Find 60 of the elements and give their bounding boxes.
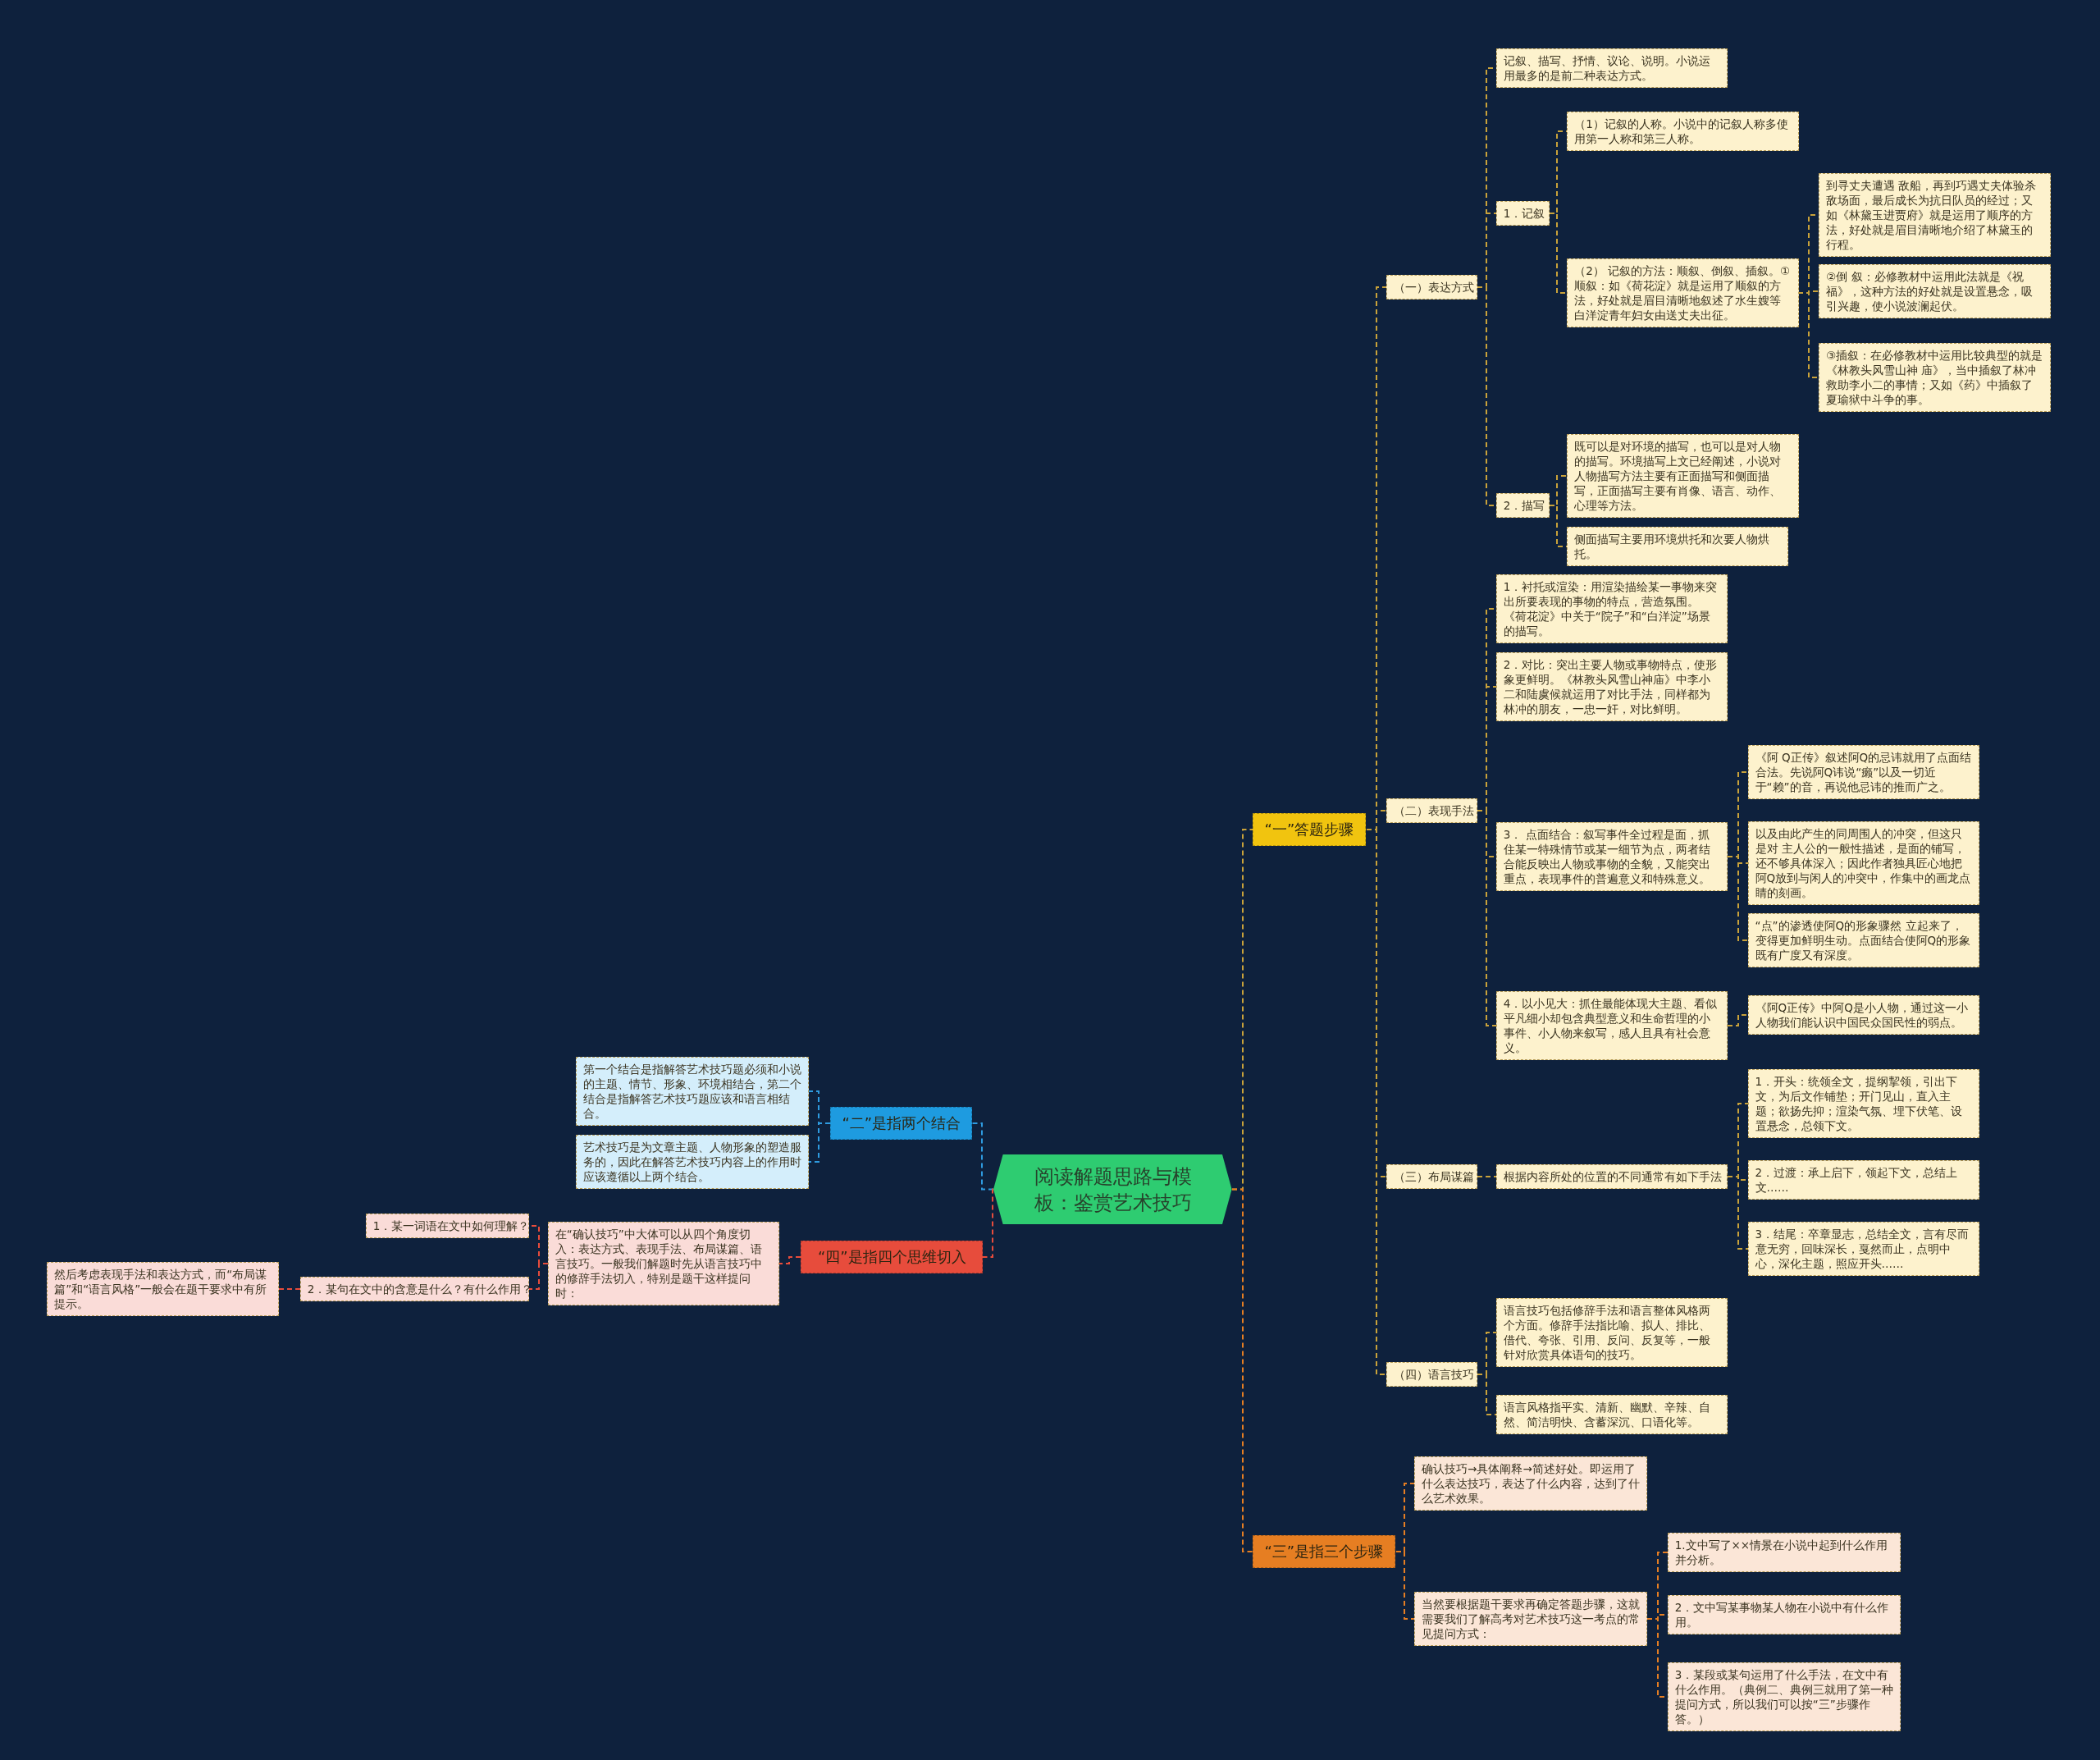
connector-line	[982, 1188, 994, 1258]
note-box: 到寻丈夫遭遇 敌船，再到巧遇丈夫体验杀敌场面，最后成长为抗日队员的经过；又如《林黛玉进贾府》就是运用了顺序的方法，好处就是眉目清晰地介绍了林黛玉的行程。	[1819, 172, 2051, 257]
note-box: （2） 记叙的方法：顺叙、倒叙、插叙。①顺叙：如《荷花淀》就是运用了顺叙的方法，好处就是眉目清晰地叙述了水生嫂等白洋淀青年妇女由送丈夫出征。	[1567, 258, 1799, 328]
branch-topic-box: “一”答题步骤	[1252, 813, 1367, 846]
topic-box: 2．某句在文中的含意是什么？有什么作用？	[299, 1276, 529, 1301]
note-box: 语言技巧包括修辞手法和语言整体风格两个方面。修辞手法指比喻、拟人、排比、借代、夸张、引用、反问、反复等，一般针对欣赏具体语句的技巧。	[1495, 1298, 1728, 1368]
connector-line	[1395, 1551, 1415, 1620]
note-box: 既可以是对环境的描写，也可以是对人物的描写。环境描写上文已经阐述，小说对人物描写方法主要有正面描写和侧面描写，正面描写主要有肖像、语言、动作、心理等方法。	[1567, 433, 1799, 518]
connector-line	[1727, 856, 1749, 941]
connector-line	[277, 1288, 301, 1290]
topic-box: 1．某一词语在文中如何理解？	[365, 1214, 529, 1239]
note-box: 然后考虑表现手法和表达方式，而“布局谋篇”和“语言风格”一般会在题干要求中有所提示。	[47, 1261, 279, 1316]
note-box: 3． 点面结合：叙写事件全过程是面，抓住某一特殊情节或某一细节为点，两者结合能反映出人物或事物的全貌，又能突出重点，表现事件的普遍意义和特殊意义。	[1495, 822, 1728, 892]
note-box: 艺术技巧是为文章主题、人物形象的塑造服务的，因此在解答艺术技巧内容上的作用时应该遵循以上两个结合。	[576, 1134, 810, 1189]
note-box: “点”的渗透使阿Q的形象骤然 立起来了，变得更加鲜明生动。点面结合使阿Q的形象既有广度又有深度。	[1747, 913, 1980, 968]
note-box: 1．开头：统领全文，提纲挈领，引出下文，为后文作铺垫；开门见山，直入主题；欲扬先抑；渲染气氛、埋下伏笔、设置悬念，总领下文。	[1747, 1068, 1980, 1138]
note-box: 《阿 Q正传》叙述阿Q的忌讳就用了点面结合法。先说阿Q讳说“癞”以及一切近于“赖”的音，再说他忌讳的推而广之。	[1747, 744, 1980, 799]
topic-box: （二）表现手法	[1386, 798, 1477, 824]
connector-line	[1797, 292, 1819, 378]
note-box: （1）记叙的人称。小说中的记叙人称多使用第一人称和第三人称。	[1567, 111, 1799, 151]
note-box: ③插叙：在必修教材中运用比较典型的就是《林教头风雪山神 庙》，当中插叙了林冲救助李小二的事情；又如《药》中插叙了夏瑜狱中斗争的事。	[1819, 342, 2051, 412]
connector-line	[1477, 810, 1497, 1026]
connector-line	[1477, 1176, 1497, 1177]
connector-line	[1549, 213, 1568, 294]
note-box: 侧面描写主要用环境烘托和次要人物烘托。	[1567, 526, 1788, 566]
connector-line	[1727, 1014, 1749, 1026]
topic-box: 根据内容所处的位置的不同通常有如下手法：	[1495, 1163, 1728, 1189]
note-box: 1.文中写了××情景在小说中起到什么作用并分析。	[1667, 1532, 1901, 1572]
note-box: 2．文中写某事物某人物在小说中有什么作用。	[1667, 1595, 1901, 1635]
note-box: 当然要根据题干要求再确定答题步骤，这就需要我们了解高考对艺术技巧这一考点的常见提问方式：	[1414, 1591, 1648, 1646]
connector-line	[528, 1263, 549, 1290]
note-box: 在“确认技巧”中大体可以从四个角度切入：表达方式、表现手法、布局谋篇、语言技巧。一般我们解题时先从语言技巧中的修辞手法切入，特别是题干这样提问时：	[547, 1221, 780, 1305]
connector-line	[778, 1256, 801, 1264]
note-box: 2．过渡：承上启下，领起下文，总结上文……	[1747, 1159, 1980, 1200]
note-box: 以及由此产生的同周围人的冲突，但这只是对 主人公的一般性描述，是面的铺写，还不够具体深入；因此作者独具匠心地把阿Q放到与闲人的冲突中，作集中的画龙点睛的刻画。	[1747, 821, 1980, 905]
topic-box: 1．记叙	[1495, 200, 1550, 226]
topic-box: 2．描写	[1495, 492, 1550, 518]
note-box: 1．衬托或渲染：用渲染描绘某一事物来突出所要表现的事物的特点，营造氛围。《荷花淀》中关于“院子”和“白洋淀”场景的描写。	[1495, 574, 1728, 644]
note-box: 3．某段或某句运用了什么手法，在文中有什么作用。（典例二、典例三就用了第一种提问方式，所以我们可以按“三”步骤作答。）	[1667, 1662, 1901, 1732]
connector-line	[971, 1122, 994, 1191]
note-box: 语言风格指平实、清新、幽默、辛辣、自然、简洁明快、含蓄深沉、口语化等。	[1495, 1394, 1728, 1434]
note-box: ②倒 叙：必修教材中运用此法就是《祝福》，这种方法的好处就是设置悬念，吸引兴趣，使小说波澜起伏。	[1819, 263, 2051, 318]
note-box: 记叙、描写、抒情、议论、说明。小说运用最多的是前二种表达方式。	[1495, 48, 1728, 88]
central-topic-hexagon: 阅读解题思路与模板：鉴赏艺术技巧	[993, 1154, 1233, 1225]
note-box: 2．对比：突出主要人物或事物特点，使形象更鲜明。《林教头风雪山神庙》中李小二和陆虞候就运用了对比手法，同样都为林冲的朋友，一忠一奸，对比鲜明。	[1495, 652, 1728, 722]
topic-box: （四）语言技巧	[1386, 1362, 1477, 1387]
branch-topic-box: “四”是指四个思维切入	[801, 1240, 984, 1273]
branch-topic-box: “三”是指三个步骤	[1252, 1535, 1396, 1568]
connector-line	[1477, 1374, 1497, 1415]
topic-box: （一）表达方式	[1386, 274, 1477, 299]
connector-line	[1727, 1176, 1749, 1250]
connector-line	[1231, 1188, 1253, 1552]
branch-topic-box: “二”是指两个结合	[830, 1106, 973, 1140]
note-box: 3．结尾：卒章显志，总结全文，言有尽而意无穷，回味深长，戛然而止，点明中心，深化主题，照应开头……	[1747, 1221, 1980, 1276]
note-box: 4．以小见大：抓住最能体现大主题、看似平凡细小却包含典型意义和生命哲理的小事件、小人物来叙写，感人且具有社会意义。	[1495, 991, 1728, 1061]
topic-box: （三）布局谋篇	[1386, 1163, 1477, 1189]
note-box: 第一个结合是指解答艺术技巧题必须和小说的主题、情节、形象、环境相结合，第二个结合是指解答艺术技巧题应该和语言相结合。	[576, 1057, 810, 1127]
note-box: 《阿Q正传》中阿Q是小人物，通过这一小人物我们能认识中国民众国民性的弱点。	[1747, 995, 1980, 1035]
note-box: 确认技巧→具体阐释→简述好处。即运用了什么表达技巧，表达了什么内容，达到了什么艺术效果。	[1414, 1456, 1648, 1511]
connector-line	[808, 1122, 831, 1163]
